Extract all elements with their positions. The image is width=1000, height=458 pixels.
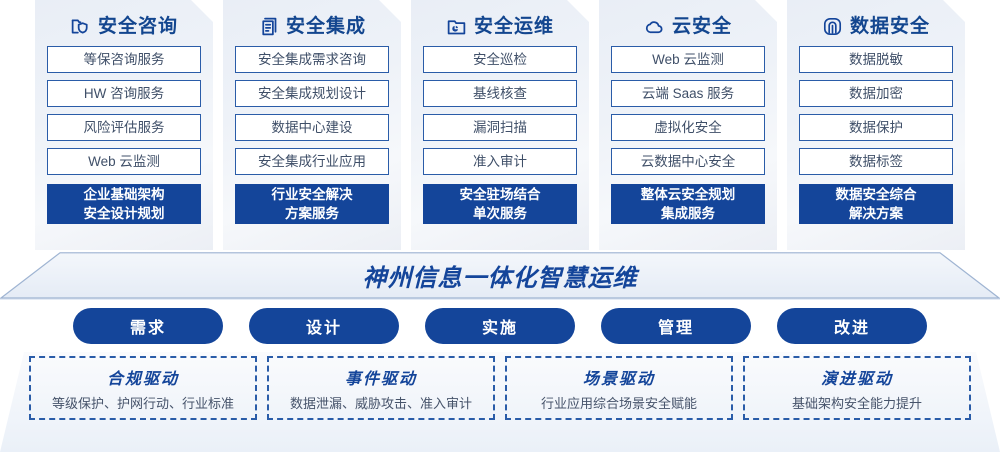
driver-title: 演进驱动 xyxy=(820,370,893,388)
service-item[interactable]: 风险评估服务 xyxy=(47,114,201,141)
phase-pill-demand[interactable]: 需求 xyxy=(73,308,223,344)
column-header: 安全集成 xyxy=(223,0,401,46)
service-item[interactable]: 云端 Saas 服务 xyxy=(611,80,765,107)
service-item[interactable]: 安全集成行业应用 xyxy=(235,148,389,175)
column-header: 云安全 xyxy=(599,0,777,46)
capability-column-security-consulting[interactable]: 安全咨询 等保咨询服务 HW 咨询服务 风险评估服务 Web 云监测 企业基础架… xyxy=(35,0,213,250)
capability-column-security-operations[interactable]: 安全运维 安全巡检 基线核查 漏洞扫描 准入审计 安全驻场结合 单次服务 xyxy=(411,0,589,250)
driver-description: 基础架构安全能力提升 xyxy=(791,395,922,411)
column-highlight-box[interactable]: 行业安全解决 方案服务 xyxy=(235,184,389,224)
highlight-line: 方案服务 xyxy=(285,206,339,221)
driver-description: 行业应用综合场景安全赋能 xyxy=(540,395,697,411)
driver-card-incident[interactable]: 事件驱动 数据泄漏、威胁攻击、准入审计 xyxy=(267,356,495,420)
column-items: 安全集成需求咨询 安全集成规划设计 数据中心建设 安全集成行业应用 行业安全解决… xyxy=(223,46,401,224)
highlight-line: 安全设计规划 xyxy=(83,206,165,221)
driver-card-evolution[interactable]: 演进驱动 基础架构安全能力提升 xyxy=(743,356,971,420)
highlight-line: 数据安全综合 xyxy=(835,187,917,202)
phase-pill-implement[interactable]: 实施 xyxy=(425,308,575,344)
phase-pill-improve[interactable]: 改进 xyxy=(777,308,927,344)
highlight-line: 企业基础架构 xyxy=(83,187,165,202)
service-item[interactable]: 准入审计 xyxy=(423,148,577,175)
service-item[interactable]: 基线核查 xyxy=(423,80,577,107)
column-title: 安全运维 xyxy=(473,15,554,37)
capability-column-data-security[interactable]: 数据安全 数据脱敏 数据加密 数据保护 数据标签 数据安全综合 解决方案 xyxy=(787,0,965,250)
column-title: 安全集成 xyxy=(285,15,366,37)
banner-title: 神州信息一体化智慧运维 xyxy=(362,264,638,292)
service-item[interactable]: 数据中心建设 xyxy=(235,114,389,141)
column-items: 安全巡检 基线核查 漏洞扫描 准入审计 安全驻场结合 单次服务 xyxy=(411,46,589,224)
service-item[interactable]: 等保咨询服务 xyxy=(47,46,201,73)
column-items: 等保咨询服务 HW 咨询服务 风险评估服务 Web 云监测 企业基础架构 安全设… xyxy=(35,46,213,224)
highlight-line: 单次服务 xyxy=(473,206,527,221)
column-title: 云安全 xyxy=(671,15,732,37)
service-item[interactable]: 安全集成需求咨询 xyxy=(235,46,389,73)
highlight-line: 安全驻场结合 xyxy=(459,187,541,202)
driver-card-scenario[interactable]: 场景驱动 行业应用综合场景安全赋能 xyxy=(505,356,733,420)
highlight-line: 集成服务 xyxy=(661,206,715,221)
service-item[interactable]: 漏洞扫描 xyxy=(423,114,577,141)
service-item[interactable]: 数据标签 xyxy=(799,148,953,175)
column-items: 数据脱敏 数据加密 数据保护 数据标签 数据安全综合 解决方案 xyxy=(787,46,965,224)
column-items: Web 云监测 云端 Saas 服务 虚拟化安全 云数据中心安全 整体云安全规划… xyxy=(599,46,777,224)
highlight-line: 整体云安全规划 xyxy=(640,187,736,202)
service-item[interactable]: Web 云监测 xyxy=(47,148,201,175)
phase-pill-manage[interactable]: 管理 xyxy=(601,308,751,344)
capability-column-cloud-security[interactable]: 云安全 Web 云监测 云端 Saas 服务 虚拟化安全 云数据中心安全 整体云… xyxy=(599,0,777,250)
driver-description: 等级保护、护网行动、行业标准 xyxy=(51,395,234,411)
column-title: 数据安全 xyxy=(849,15,930,37)
column-title: 安全咨询 xyxy=(97,15,178,37)
service-item[interactable]: HW 咨询服务 xyxy=(47,80,201,107)
column-header: 安全咨询 xyxy=(35,0,213,46)
column-highlight-box[interactable]: 整体云安全规划 集成服务 xyxy=(611,184,765,224)
column-highlight-box[interactable]: 企业基础架构 安全设计规划 xyxy=(47,184,201,224)
drivers-list: 合规驱动 等级保护、护网行动、行业标准 事件驱动 数据泄漏、威胁攻击、准入审计 … xyxy=(0,356,1000,446)
documents-copy-icon xyxy=(258,16,279,37)
driver-title: 场景驱动 xyxy=(582,370,655,388)
column-highlight-box[interactable]: 安全驻场结合 单次服务 xyxy=(423,184,577,224)
driver-title: 合规驱动 xyxy=(106,370,179,388)
folder-shield-icon xyxy=(70,16,91,37)
fingerprint-icon xyxy=(822,16,843,37)
service-item[interactable]: 虚拟化安全 xyxy=(611,114,765,141)
service-item[interactable]: 数据加密 xyxy=(799,80,953,107)
driver-title: 事件驱动 xyxy=(344,370,417,388)
column-header: 安全运维 xyxy=(411,0,589,46)
column-header: 数据安全 xyxy=(787,0,965,46)
service-item[interactable]: 云数据中心安全 xyxy=(611,148,765,175)
phase-pill-design[interactable]: 设计 xyxy=(249,308,399,344)
highlight-line: 解决方案 xyxy=(849,206,903,221)
service-item[interactable]: 数据保护 xyxy=(799,114,953,141)
phase-pills: 需求 设计 实施 管理 改进 xyxy=(0,308,1000,346)
cloud-icon xyxy=(644,16,665,37)
capability-column-security-integration[interactable]: 安全集成 安全集成需求咨询 安全集成规划设计 数据中心建设 安全集成行业应用 行… xyxy=(223,0,401,250)
capability-columns: 安全咨询 等保咨询服务 HW 咨询服务 风险评估服务 Web 云监测 企业基础架… xyxy=(0,0,1000,252)
service-item[interactable]: 数据脱敏 xyxy=(799,46,953,73)
driver-description: 数据泄漏、威胁攻击、准入审计 xyxy=(289,395,472,411)
service-item[interactable]: 安全集成规划设计 xyxy=(235,80,389,107)
driver-card-compliance[interactable]: 合规驱动 等级保护、护网行动、行业标准 xyxy=(29,356,257,420)
service-item[interactable]: Web 云监测 xyxy=(611,46,765,73)
service-item[interactable]: 安全巡检 xyxy=(423,46,577,73)
highlight-line: 行业安全解决 xyxy=(271,187,353,202)
column-highlight-box[interactable]: 数据安全综合 解决方案 xyxy=(799,184,953,224)
drivers-panel xyxy=(0,352,1000,452)
folder-chart-icon xyxy=(446,16,467,37)
